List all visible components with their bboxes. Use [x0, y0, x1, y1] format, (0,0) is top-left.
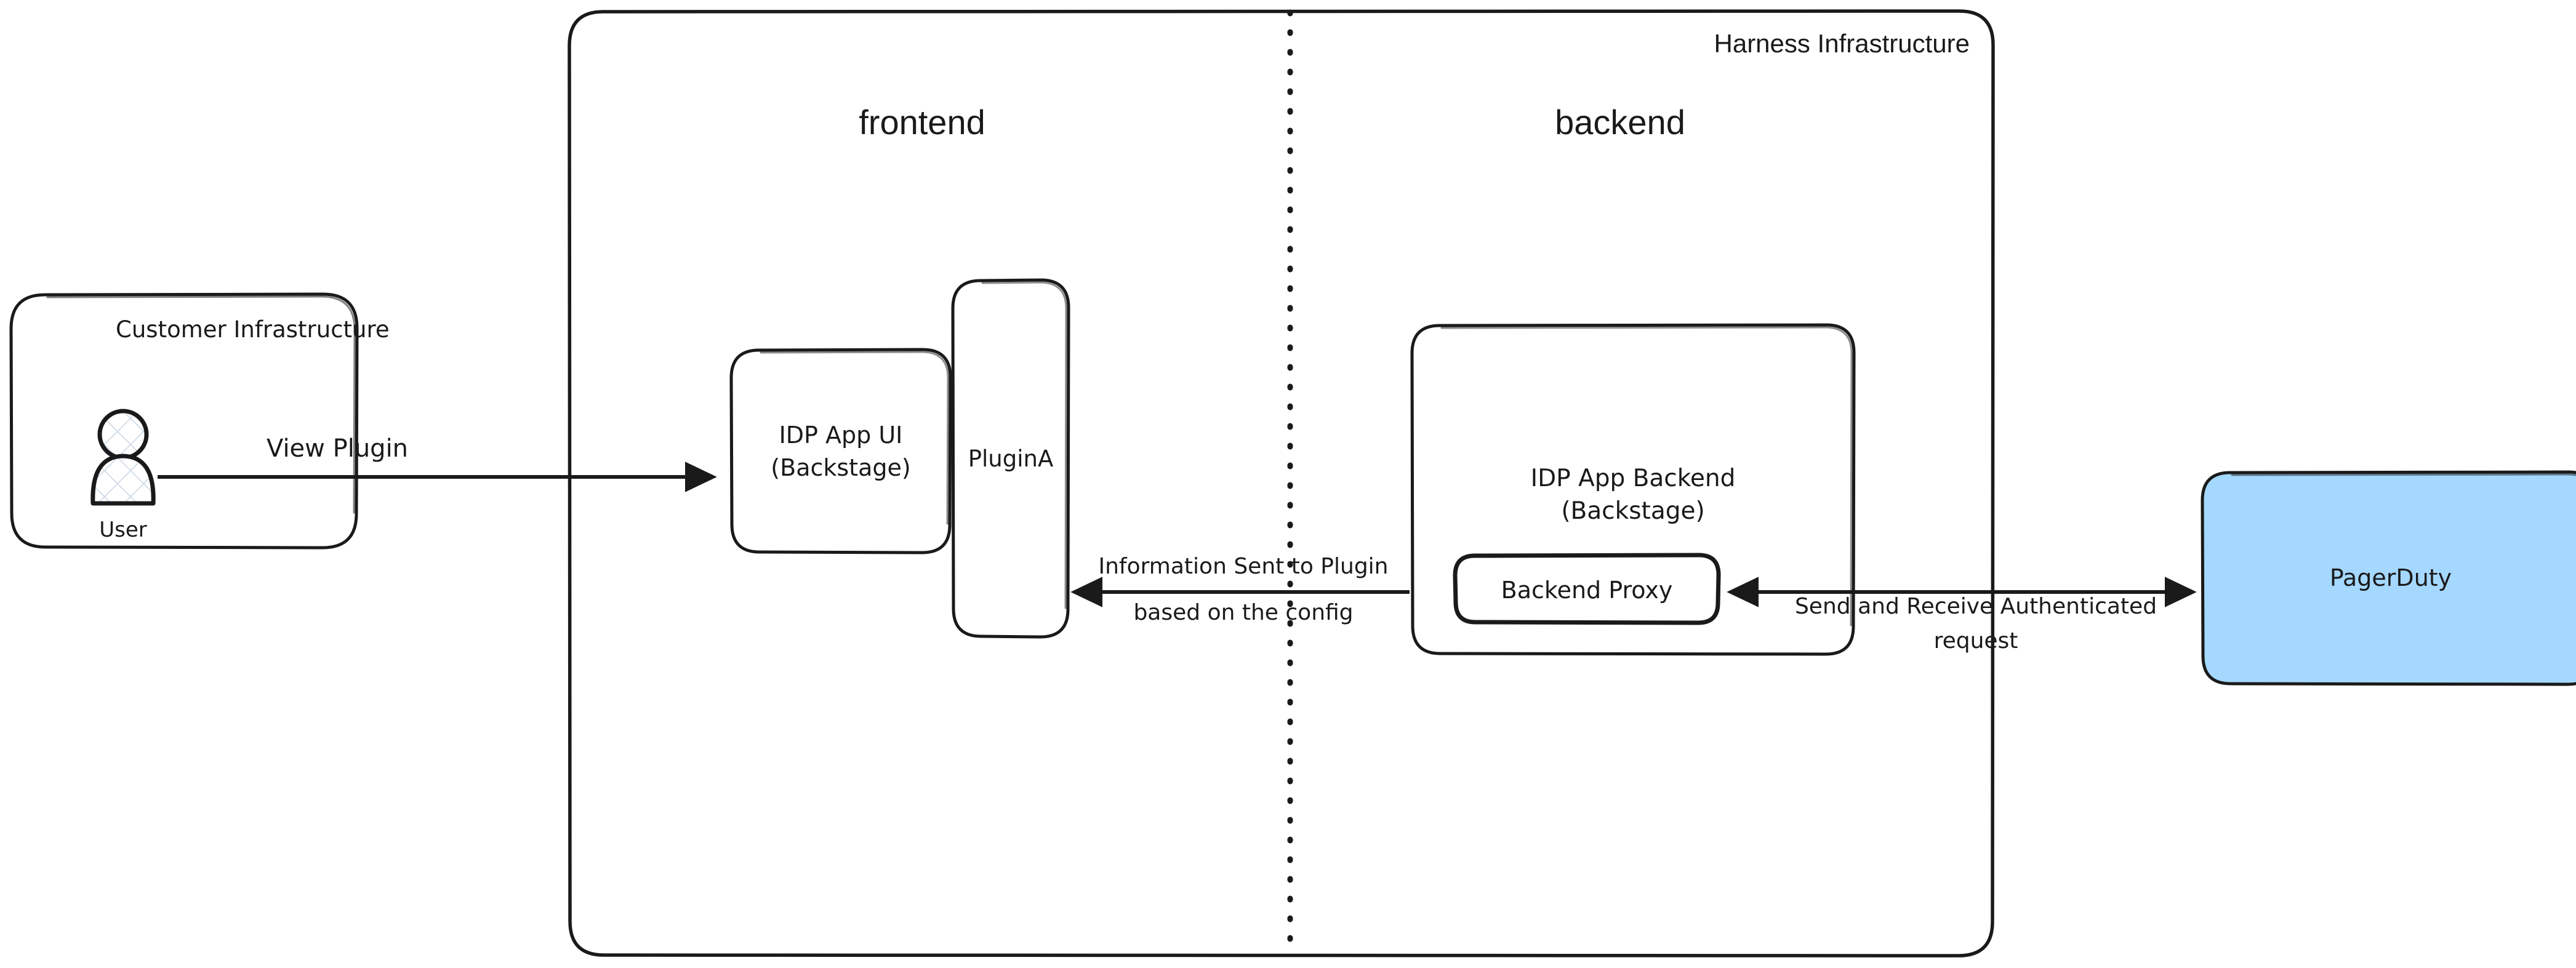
- customer-infrastructure-label: Customer Infrastructure: [116, 316, 390, 343]
- harness-infrastructure-container: Harness Infrastructure: [568, 9, 1995, 958]
- edge-view-plugin: View Plugin: [158, 434, 717, 492]
- idp-app-backend-label-line2: (Backstage): [1561, 497, 1704, 525]
- backend-proxy-node: Backend Proxy: [1453, 553, 1721, 625]
- harness-infrastructure-label: Harness Infrastructure: [1714, 29, 1970, 58]
- edge-send-receive-authenticated: Send and Receive Authenticated request: [1727, 577, 2197, 654]
- edge-view-plugin-label: View Plugin: [267, 434, 408, 463]
- user-label: User: [99, 518, 147, 542]
- pagerduty-label: PagerDuty: [2330, 564, 2452, 591]
- idp-app-ui-node: IDP App UI (Backstage): [729, 348, 952, 554]
- plugin-a-node: PluginA: [951, 278, 1070, 639]
- edge-send-receive-label-line1: Send and Receive Authenticated: [1795, 594, 2157, 619]
- plugin-a-label: PluginA: [968, 446, 1054, 472]
- user-actor-icon: [90, 409, 156, 506]
- backend-proxy-label: Backend Proxy: [1501, 577, 1673, 604]
- frontend-section-label: frontend: [859, 103, 985, 142]
- idp-app-backend-label-line1: IDP App Backend: [1531, 465, 1736, 492]
- pagerduty-node: PagerDuty: [2201, 470, 2576, 686]
- backend-section-label: backend: [1555, 103, 1685, 142]
- edge-information-sent-to-plugin: Information Sent to Plugin based on the …: [1070, 554, 1410, 625]
- idp-app-ui-label-line1: IDP App UI: [779, 422, 903, 449]
- user-actor: User: [90, 409, 156, 542]
- customer-infrastructure-container: Customer Infrastructure: [9, 292, 390, 550]
- idp-app-ui-label-line2: (Backstage): [771, 454, 910, 481]
- edge-information-sent-label-line2: based on the config: [1133, 600, 1353, 625]
- edge-send-receive-label-line2: request: [1934, 628, 2018, 654]
- idp-app-backend-node: IDP App Backend (Backstage) Backend Prox…: [1410, 323, 1856, 656]
- edge-information-sent-label-line1: Information Sent to Plugin: [1099, 554, 1389, 579]
